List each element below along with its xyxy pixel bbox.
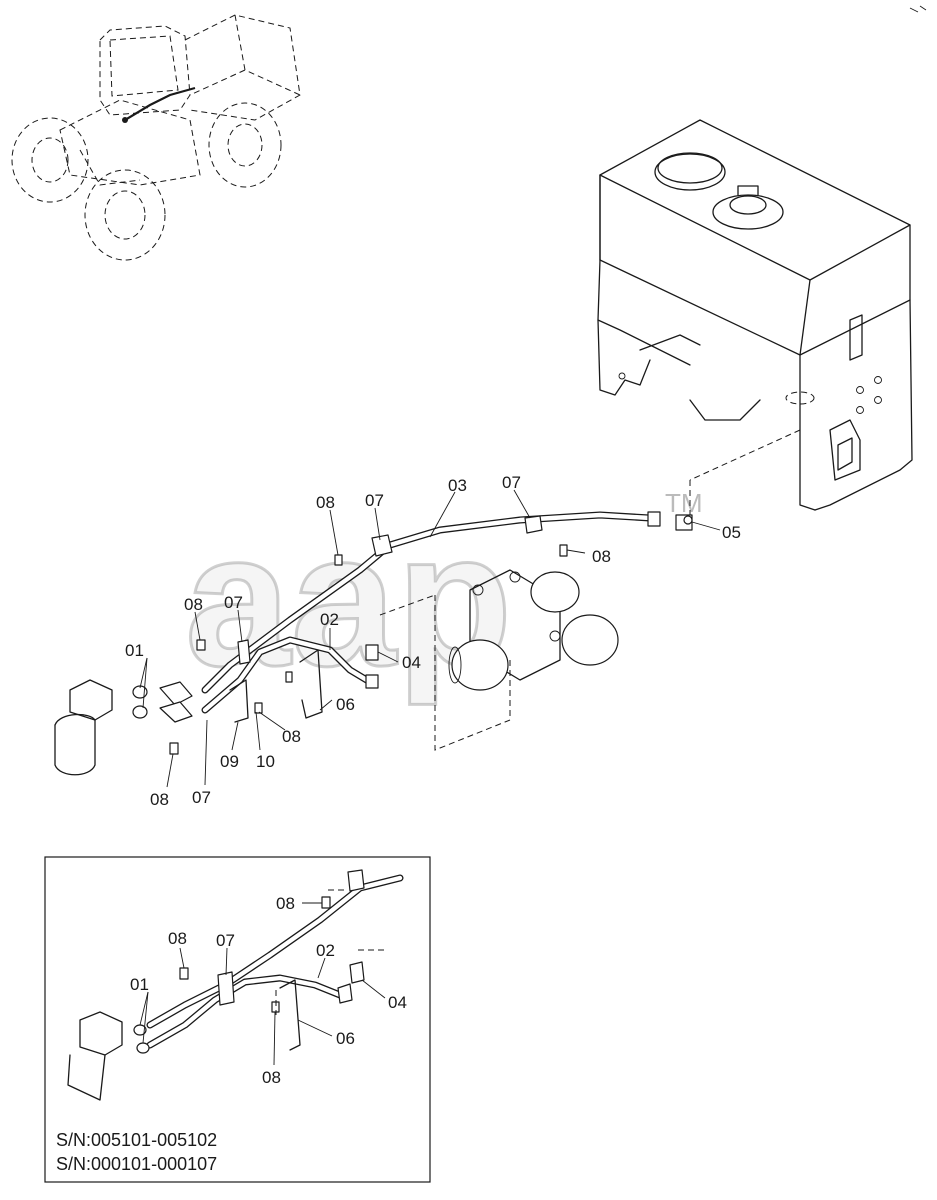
- callout-07-right: 07: [502, 473, 521, 492]
- callout-03: 03: [448, 476, 467, 495]
- inset-callout-04: 04: [388, 993, 407, 1012]
- corner-mark: [909, 5, 927, 13]
- hydraulic-tank-illustration: [597, 119, 913, 511]
- callouts-main: 01 02 03 04 05 06 07 07 07 07 08 08 08 0…: [125, 473, 741, 809]
- inset-callout-02: 02: [316, 941, 335, 960]
- callout-07-left: 07: [224, 593, 243, 612]
- callouts-inset: 08 08 07 02 01 04 06 08: [130, 894, 407, 1087]
- inset-callout-07: 07: [216, 931, 235, 950]
- inset-callout-06: 06: [336, 1029, 355, 1048]
- callout-08-left: 08: [184, 595, 203, 614]
- inset-callout-08-bottom: 08: [262, 1068, 281, 1087]
- inset-callout-01: 01: [130, 975, 149, 994]
- callout-06: 06: [336, 695, 355, 714]
- leader-lines: [139, 489, 721, 788]
- callout-04: 04: [402, 653, 421, 672]
- inset-leader-lines: [139, 902, 386, 1066]
- callout-02: 02: [320, 610, 339, 629]
- hose-assembly: [54, 511, 693, 776]
- watermark: aap TM: [184, 488, 703, 708]
- inset-panel: [44, 856, 431, 1183]
- accumulator-block: [379, 569, 619, 751]
- watermark-tm: TM: [665, 488, 703, 518]
- inset-callout-08-left: 08: [168, 929, 187, 948]
- inset-callout-08-top: 08: [276, 894, 295, 913]
- callout-05: 05: [722, 523, 741, 542]
- callout-08-right: 08: [592, 547, 611, 566]
- serial-number-2: S/N:000101-000107: [56, 1154, 217, 1174]
- callout-08-top: 08: [316, 493, 335, 512]
- callout-08-bottom: 08: [150, 790, 169, 809]
- loader-overview-illustration: [11, 14, 301, 261]
- callout-09: 09: [220, 752, 239, 771]
- callout-07-top: 07: [365, 491, 384, 510]
- callout-01: 01: [125, 641, 144, 660]
- callout-07-bottom: 07: [192, 788, 211, 807]
- serial-number-1: S/N:005101-005102: [56, 1130, 217, 1150]
- inset-serials: S/N:005101-005102 S/N:000101-000107: [56, 1130, 217, 1174]
- callout-10: 10: [256, 752, 275, 771]
- callout-08-center: 08: [282, 727, 301, 746]
